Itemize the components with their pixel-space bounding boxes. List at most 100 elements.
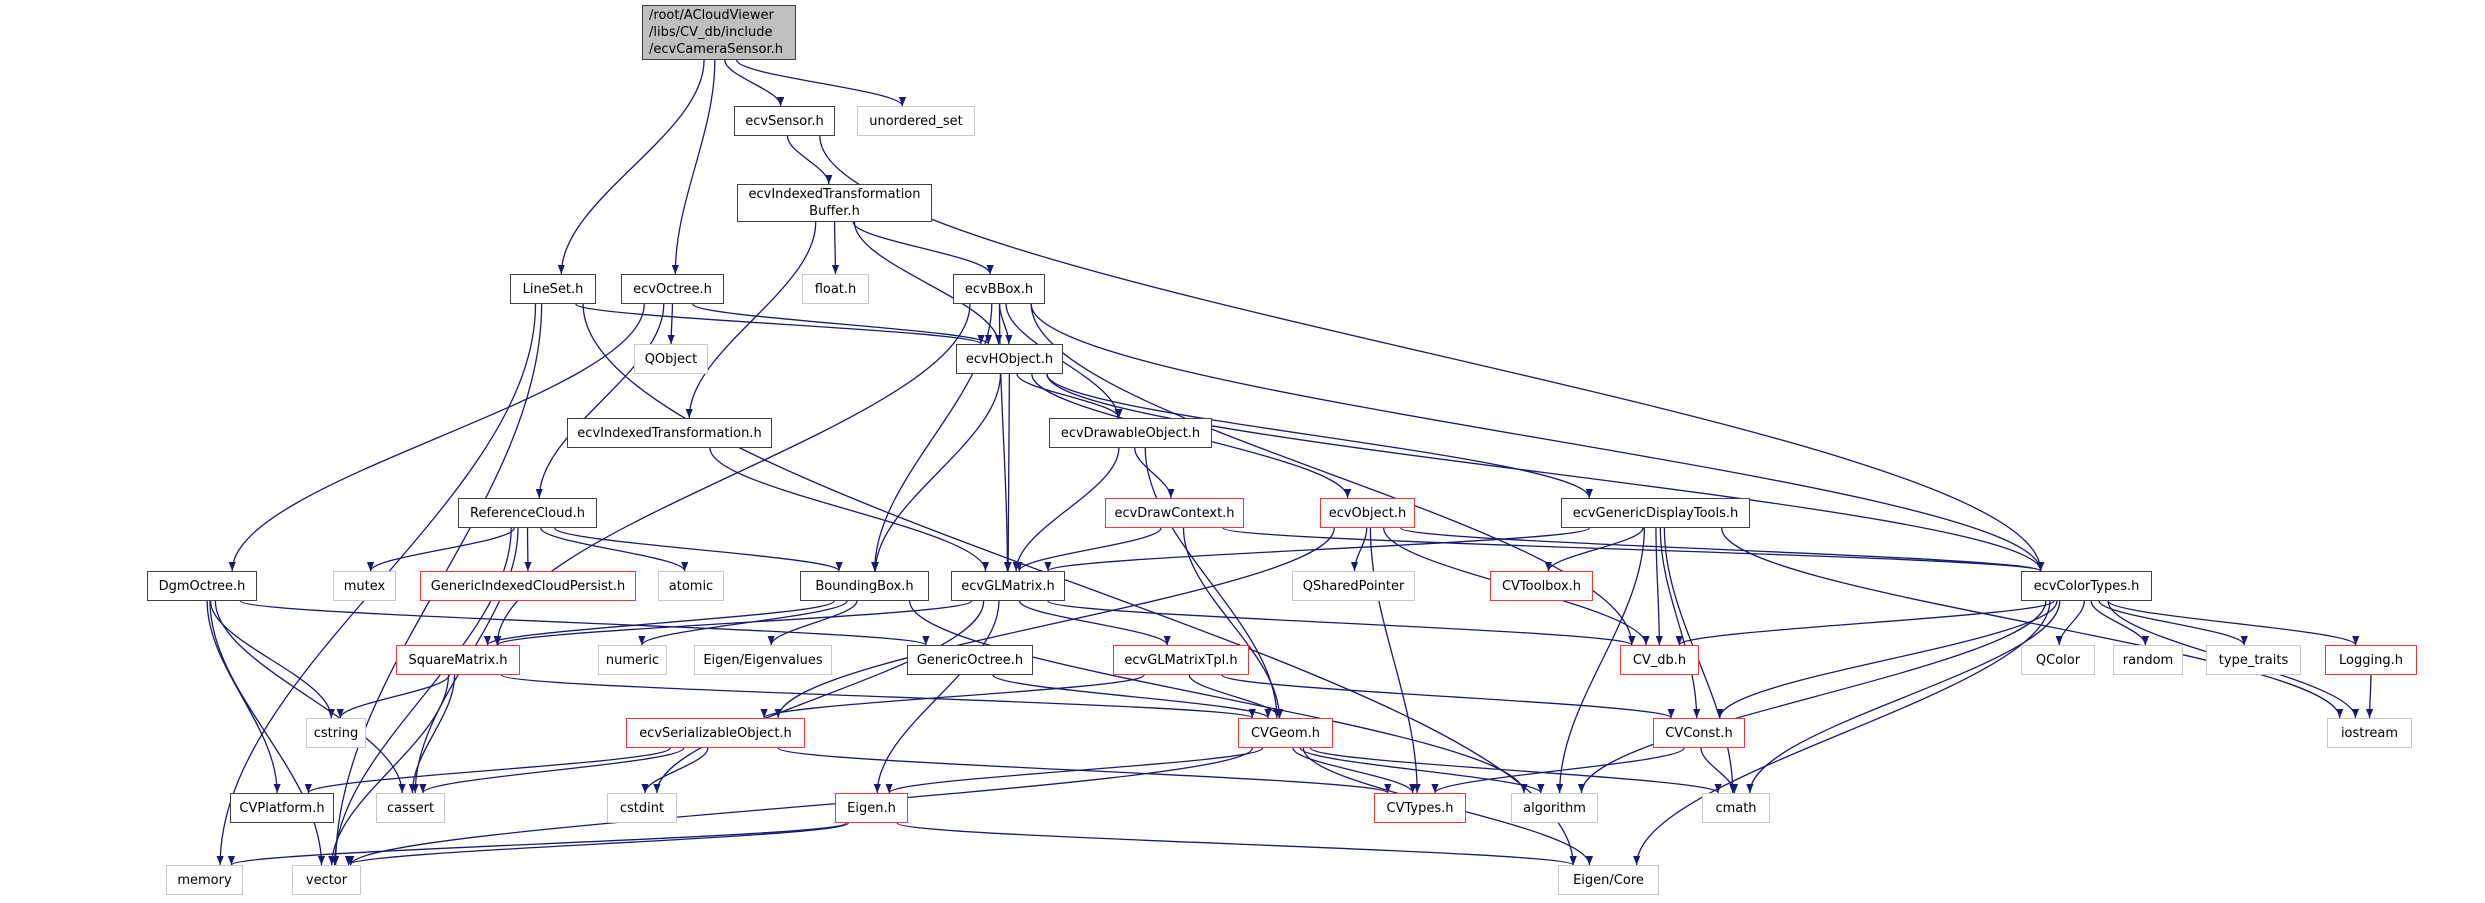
edge-ecvGLMatrix-to-ecvGLMatrixTpl	[1018, 600, 1171, 646]
node-iostream: iostream	[2327, 718, 2412, 748]
edge-CVConst-to-CVTypes	[1431, 747, 1685, 794]
edge-root-to-LineSet	[557, 59, 705, 275]
node-root: /root/ACloudViewer /libs/CV_db/include /…	[642, 5, 796, 60]
node-label: cmath	[1715, 800, 1757, 816]
edge-ecvGLMatrixTpl-to-ecvSerializableObject	[760, 674, 1145, 719]
node-ecvbbox[interactable]: ecvBBox.h	[953, 274, 1045, 304]
node-eigencore: Eigen/Core	[1558, 865, 1659, 895]
edge-DgmOctree-to-GenericOctree	[239, 600, 930, 646]
edge-SquareMatrix-to-vector	[328, 674, 450, 866]
edge-DgmOctree-to-vector	[209, 600, 326, 866]
node-qsharedpointer: QSharedPointer	[1292, 571, 1415, 601]
node-label: random	[2122, 652, 2174, 668]
node-cvtypes[interactable]: CVTypes.h	[1374, 793, 1466, 823]
edge-ecvGLMatrix-to-cstdint	[653, 600, 985, 794]
node-ecvhobject[interactable]: ecvHObject.h	[956, 344, 1063, 374]
node-label: DgmOctree.h	[158, 578, 246, 594]
edge-ecvColorTypes-to-CVConst	[1716, 600, 2058, 719]
node-referencecloud[interactable]: ReferenceCloud.h	[458, 498, 597, 528]
edge-BoundingBox-to-algorithm	[909, 600, 1528, 794]
edge-ecvDrawableObject-to-ecvGLMatrix	[1012, 447, 1120, 572]
node-label: ecvSerializableObject.h	[639, 725, 792, 741]
edge-ecvObject-to-ecvColorTypes	[1400, 527, 2044, 572]
edge-ecvColorTypes-to-EigenCore	[1633, 600, 2051, 866]
node-genericoctree[interactable]: GenericOctree.h	[907, 645, 1033, 675]
edge-ecvGLMatrixTpl-to-CVConst	[1221, 674, 1675, 719]
node-label: ecvGenericDisplayTools.h	[1572, 505, 1739, 521]
node-logging[interactable]: Logging.h	[2325, 645, 2417, 675]
edge-CVGeom-to-CVTypes	[1292, 747, 1417, 794]
node-cv-db[interactable]: CV_db.h	[1620, 645, 1699, 675]
edge-ecvBBox-to-BoundingBox	[871, 303, 993, 572]
edge-DgmOctree-to-cstring	[209, 600, 335, 719]
edge-ecvColorTypes-to-cmath	[1746, 600, 2061, 794]
edge-ecvGDT-to-algorithm	[1556, 527, 1646, 794]
edge-ecvITB-to-float_h	[831, 221, 840, 275]
node-qobject: QObject	[634, 344, 708, 374]
node-eigeneigenvalues: Eigen/Eigenvalues	[694, 645, 832, 675]
node-label: vector	[305, 872, 348, 888]
edge-Logging-to-iostream	[2365, 674, 2374, 719]
node-label: CVPlatform.h	[239, 800, 325, 816]
edge-Eigen_h-to-vector	[345, 822, 849, 866]
edge-ecvGLMatrixTpl-to-CVGeom	[1188, 674, 1284, 719]
edge-Eigen_h-to-EigenCore	[896, 822, 1577, 866]
node-label: CV_db.h	[1632, 652, 1687, 668]
edge-ecvDrawContext-to-ecvGLMatrix	[1015, 527, 1162, 572]
node-boundingbox[interactable]: BoundingBox.h	[800, 571, 929, 601]
node-label: ecvObject.h	[1328, 505, 1407, 521]
node-label: QObject	[644, 351, 698, 367]
node-ecvglmatrix[interactable]: ecvGLMatrix.h	[951, 571, 1065, 601]
node-ecvdrawableobject[interactable]: ecvDrawableObject.h	[1049, 418, 1212, 448]
node-ecvgdt[interactable]: ecvGenericDisplayTools.h	[1561, 498, 1750, 528]
edge-DgmOctree-to-CVPlatform	[206, 600, 281, 794]
edge-ecvGDT-to-CVConst	[1659, 527, 1701, 719]
edge-ReferenceCloud-to-BoundingBox	[554, 527, 843, 572]
node-lineset[interactable]: LineSet.h	[510, 274, 596, 304]
node-cvconst[interactable]: CVConst.h	[1653, 718, 1745, 748]
node-cvtoolbox[interactable]: CVToolbox.h	[1490, 571, 1593, 601]
node-gicp[interactable]: GenericIndexedCloudPersist.h	[420, 571, 636, 601]
node-eigen-h[interactable]: Eigen.h	[835, 793, 908, 823]
edge-root-to-unordered_set	[736, 59, 906, 107]
node-label: ecvIndexedTransformation Buffer.h	[748, 187, 921, 219]
node-mutex: mutex	[333, 571, 396, 601]
edge-ecvDrawableObject-to-ecvDrawContext	[1134, 447, 1175, 499]
edge-ecvGDT-to-ecvGLMatrix	[1044, 527, 1590, 572]
node-ecvdrawcontext[interactable]: ecvDrawContext.h	[1105, 498, 1244, 528]
edge-ecvSensor-to-ecvITB	[786, 135, 833, 185]
node-ecvcolortypes[interactable]: ecvColorTypes.h	[2021, 571, 2152, 601]
node-ecvsensor[interactable]: ecvSensor.h	[734, 106, 835, 136]
node-cvplatform[interactable]: CVPlatform.h	[230, 793, 334, 823]
node-squarematrix[interactable]: SquareMatrix.h	[396, 645, 520, 675]
node-ecvoctree[interactable]: ecvOctree.h	[621, 274, 724, 304]
node-label: numeric	[605, 652, 660, 668]
edge-ecvSerializableObject-to-cassert	[419, 747, 685, 794]
edge-ecvITB-to-ecvIT	[685, 221, 817, 419]
edge-ecvSerializableObject-to-cstdint	[641, 747, 709, 794]
node-label: ReferenceCloud.h	[470, 505, 585, 521]
node-ecvglmatrixtpl[interactable]: ecvGLMatrixTpl.h	[1113, 645, 1249, 675]
node-dgmoctree[interactable]: DgmOctree.h	[147, 571, 257, 601]
node-label: BoundingBox.h	[815, 578, 914, 594]
edge-ecvOctree-to-QObject	[667, 303, 675, 345]
node-cmath: cmath	[1702, 793, 1770, 823]
edge-root-to-ecvOctree	[671, 59, 716, 275]
edge-ecvITB-to-ecvHObject	[853, 221, 1003, 345]
edge-CVGeom-to-Eigen_h	[885, 747, 1264, 794]
edge-ecvColorTypes-to-random	[2090, 600, 2150, 646]
node-ecvserializableobject[interactable]: ecvSerializableObject.h	[626, 718, 805, 748]
node-ecvobject[interactable]: ecvObject.h	[1320, 498, 1415, 528]
edge-ecvGLMatrix-to-SquareMatrix	[494, 600, 973, 646]
edge-ecvDrawContext-to-ecvColorTypes	[1222, 527, 2044, 572]
node-label: ecvBBox.h	[964, 281, 1034, 297]
edge-ecvHObject-to-ecvColorTypes	[1046, 373, 2045, 572]
node-ecvit[interactable]: ecvIndexedTransformation.h	[567, 418, 772, 448]
edge-ecvDrawContext-to-CVGeom	[1182, 527, 1283, 719]
node-cvgeom[interactable]: CVGeom.h	[1238, 718, 1333, 748]
node-float-h: float.h	[802, 274, 869, 304]
node-label: iostream	[2340, 725, 2399, 741]
node-ecvitb[interactable]: ecvIndexedTransformation Buffer.h	[737, 184, 932, 222]
